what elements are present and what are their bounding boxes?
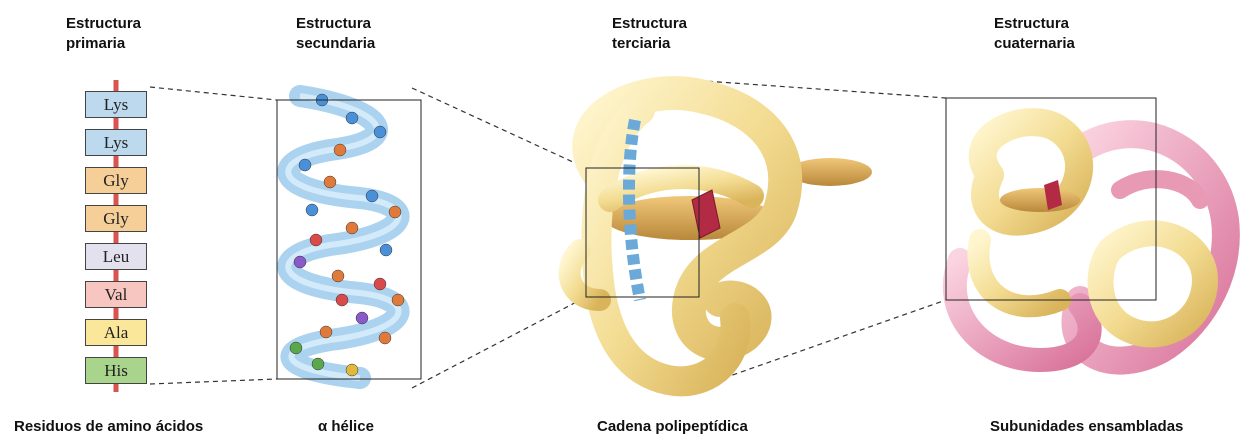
- caption-polypeptide: Cadena polipeptídica: [597, 418, 748, 435]
- helix-atom: [294, 256, 306, 268]
- caption-subunits: Subunidades ensambladas: [990, 418, 1183, 435]
- helix-atom: [392, 294, 404, 306]
- tertiary-structure-image: [570, 93, 872, 381]
- caption-helix: α hélice: [318, 418, 374, 435]
- connector-line: [150, 379, 277, 384]
- caption-residues: Residuos de amino ácidos: [14, 418, 203, 435]
- helix-atom: [346, 222, 358, 234]
- alpha-helix-image: [288, 94, 404, 378]
- helix-atom: [389, 206, 401, 218]
- residue-box: Gly: [85, 167, 147, 194]
- helix-atom: [324, 176, 336, 188]
- residue-box: Leu: [85, 243, 147, 270]
- helix-atom: [346, 112, 358, 124]
- residue-box: Ala: [85, 319, 147, 346]
- helix-atom: [336, 294, 348, 306]
- helix-atom: [299, 159, 311, 171]
- helix-atom: [306, 204, 318, 216]
- helix-atom: [366, 190, 378, 202]
- helix-atom: [380, 244, 392, 256]
- helix-atom: [310, 234, 322, 246]
- helix-atom: [346, 364, 358, 376]
- connector-line: [412, 297, 586, 388]
- helix-atom: [356, 312, 368, 324]
- connector-line: [150, 87, 277, 100]
- helix-atom: [332, 270, 344, 282]
- connector-line: [412, 88, 586, 168]
- residue-box: Gly: [85, 205, 147, 232]
- helix-atom: [379, 332, 391, 344]
- residue-box: Lys: [85, 129, 147, 156]
- residue-box: Lys: [85, 91, 147, 118]
- helix-atom: [312, 358, 324, 370]
- helix-atom: [374, 278, 386, 290]
- residue-box: His: [85, 357, 147, 384]
- helix-atom: [320, 326, 332, 338]
- quaternary-structure-image: [955, 122, 1226, 360]
- residue-box: Val: [85, 281, 147, 308]
- helix-atom: [334, 144, 346, 156]
- helix-atom: [374, 126, 386, 138]
- helix-atom: [290, 342, 302, 354]
